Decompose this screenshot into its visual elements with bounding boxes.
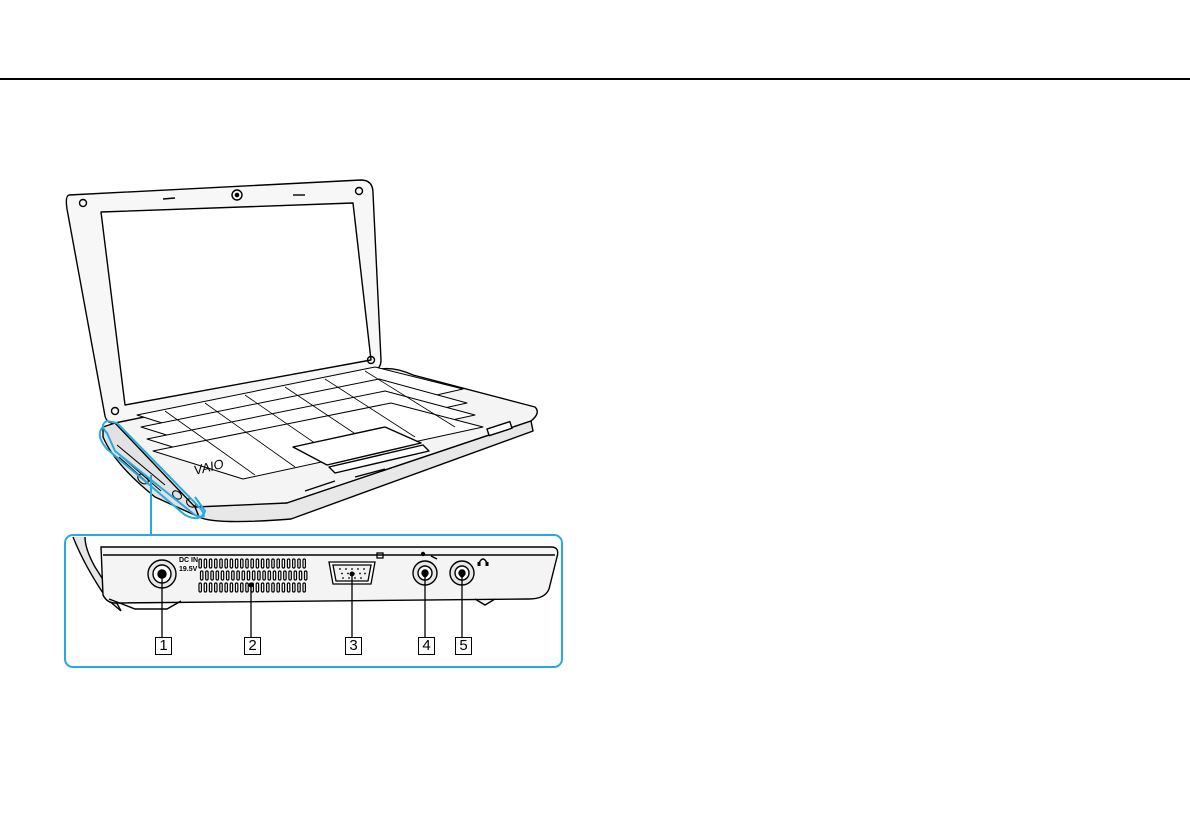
dc-in-label-line2: 19.5V (179, 566, 198, 573)
vent-slot (230, 583, 232, 592)
vent-slot (303, 583, 305, 592)
callout-1: 1 (155, 637, 172, 655)
vent-slot (279, 571, 281, 580)
vent-slot (273, 571, 275, 580)
vent-slot (246, 559, 248, 568)
vent-slot (298, 583, 300, 592)
vent-slot (287, 559, 289, 568)
laptop-illustration: VAIO (66, 180, 537, 522)
vent-slot (294, 571, 296, 580)
vent-slot (293, 559, 295, 568)
vent-slot (293, 583, 295, 592)
vent-slot (256, 559, 258, 568)
callout-4: 4 (418, 637, 435, 655)
vent-slot (256, 583, 258, 592)
vent-slot (241, 559, 243, 568)
vent-slot (235, 559, 237, 568)
vent-slot (241, 583, 243, 592)
header-rule (0, 78, 1190, 80)
vent-slot (204, 559, 206, 568)
vent-slot (215, 559, 217, 568)
vent-slot (277, 559, 279, 568)
vent-slot (225, 583, 227, 592)
vent-slot (287, 583, 289, 592)
vent-slot (242, 571, 244, 580)
vent-slot (277, 583, 279, 592)
vent-slot (261, 559, 263, 568)
vent-slot (267, 559, 269, 568)
vent-slot (209, 583, 211, 592)
callout-3: 3 (345, 637, 362, 655)
vent-slot (199, 583, 201, 592)
vent-slot (253, 571, 255, 580)
vent-slot (199, 559, 201, 568)
vent-slot (298, 559, 300, 568)
vent-slot (220, 559, 222, 568)
callout-2: 2 (244, 637, 261, 655)
vent-slot (305, 571, 307, 580)
vent-slot (211, 571, 213, 580)
vent-slot (247, 571, 249, 580)
vent-slot (201, 571, 203, 580)
vent-slot (282, 559, 284, 568)
vent-slot (209, 559, 211, 568)
vent-slot (261, 583, 263, 592)
vent-slot (268, 571, 270, 580)
vent-slot (230, 559, 232, 568)
callout-5: 5 (455, 637, 472, 655)
vent-slot (289, 571, 291, 580)
dc-in-label-line1: DC IN (179, 557, 198, 564)
vent-slot (272, 559, 274, 568)
vent-slot (216, 571, 218, 580)
vent-slot (237, 571, 239, 580)
vent-slot (221, 571, 223, 580)
vent-slot (232, 571, 234, 580)
vent-slot (282, 583, 284, 592)
side-panel-illustration (73, 537, 558, 611)
vent-slot (227, 571, 229, 580)
vent-slot (258, 571, 260, 580)
vent-slot (303, 559, 305, 568)
vent-slot (246, 583, 248, 592)
vent-slot (251, 559, 253, 568)
vent-slot (267, 583, 269, 592)
vent-slot (299, 571, 301, 580)
vent-slot (284, 571, 286, 580)
vent-slot (272, 583, 274, 592)
vent-slot (204, 583, 206, 592)
vent-slot (225, 559, 227, 568)
vent-slot (235, 583, 237, 592)
vent-slot (220, 583, 222, 592)
laptop-left-side-figure: VAIO DC IN 19.5V (55, 175, 575, 675)
vent-slot (206, 571, 208, 580)
vent-slot (263, 571, 265, 580)
vent-slot (215, 583, 217, 592)
